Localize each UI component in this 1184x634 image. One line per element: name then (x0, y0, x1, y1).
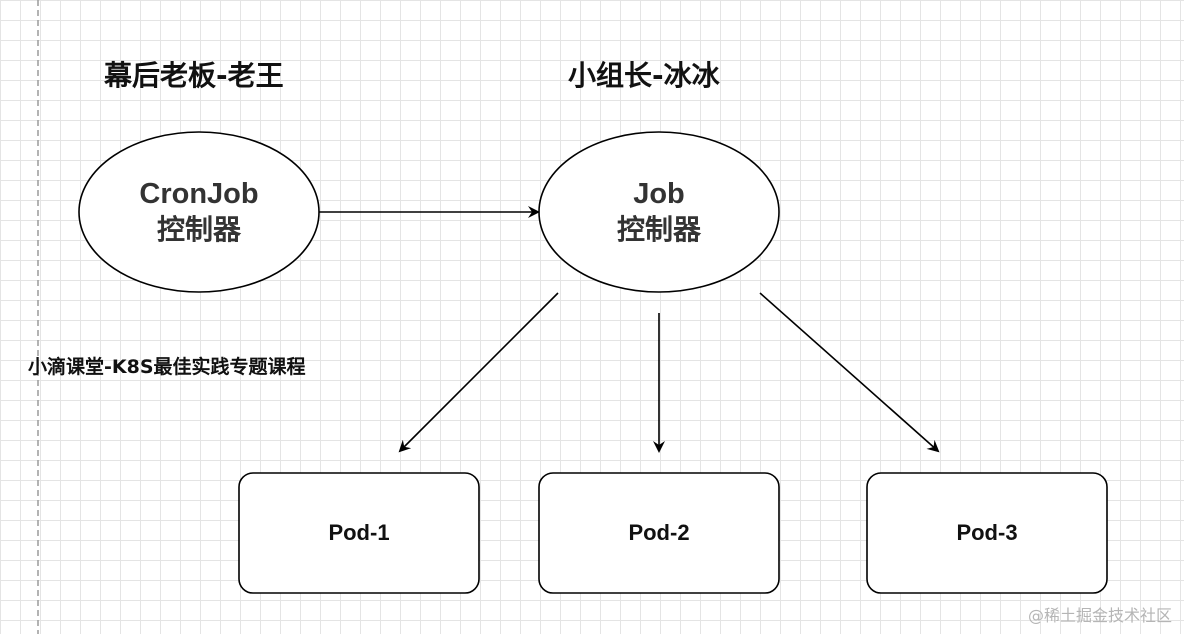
course-label: 小滴课堂-K8S最佳实践专题课程 (28, 356, 306, 378)
edge-job-to-pod-3[interactable] (759, 292, 940, 453)
pod-1-node-shape[interactable] (238, 472, 480, 594)
cronjob-node-title: CronJob (139, 178, 259, 210)
pod-3-node-label: Pod-3 (956, 520, 1018, 545)
watermark: @稀土掘金技术社区 (1027, 606, 1172, 625)
boss-label: 幕后老板-老王 (104, 59, 284, 92)
job-node-title: Job (633, 178, 685, 210)
cronjob-node-subtitle: 控制器 (156, 213, 241, 246)
job-node-subtitle: 控制器 (616, 213, 701, 246)
pod-2-node-label: Pod-2 (628, 520, 690, 545)
pod-2-node-shape[interactable] (538, 472, 780, 594)
pod-3-node-shape[interactable] (866, 472, 1108, 594)
edge-job-to-pod-1[interactable] (398, 292, 559, 453)
job-node-label: Job 控制器 (559, 172, 759, 252)
pod-1-node-label: Pod-1 (328, 520, 390, 545)
leader-label: 小组长-冰冰 (568, 59, 720, 92)
cronjob-node-label: CronJob 控制器 (99, 172, 299, 252)
